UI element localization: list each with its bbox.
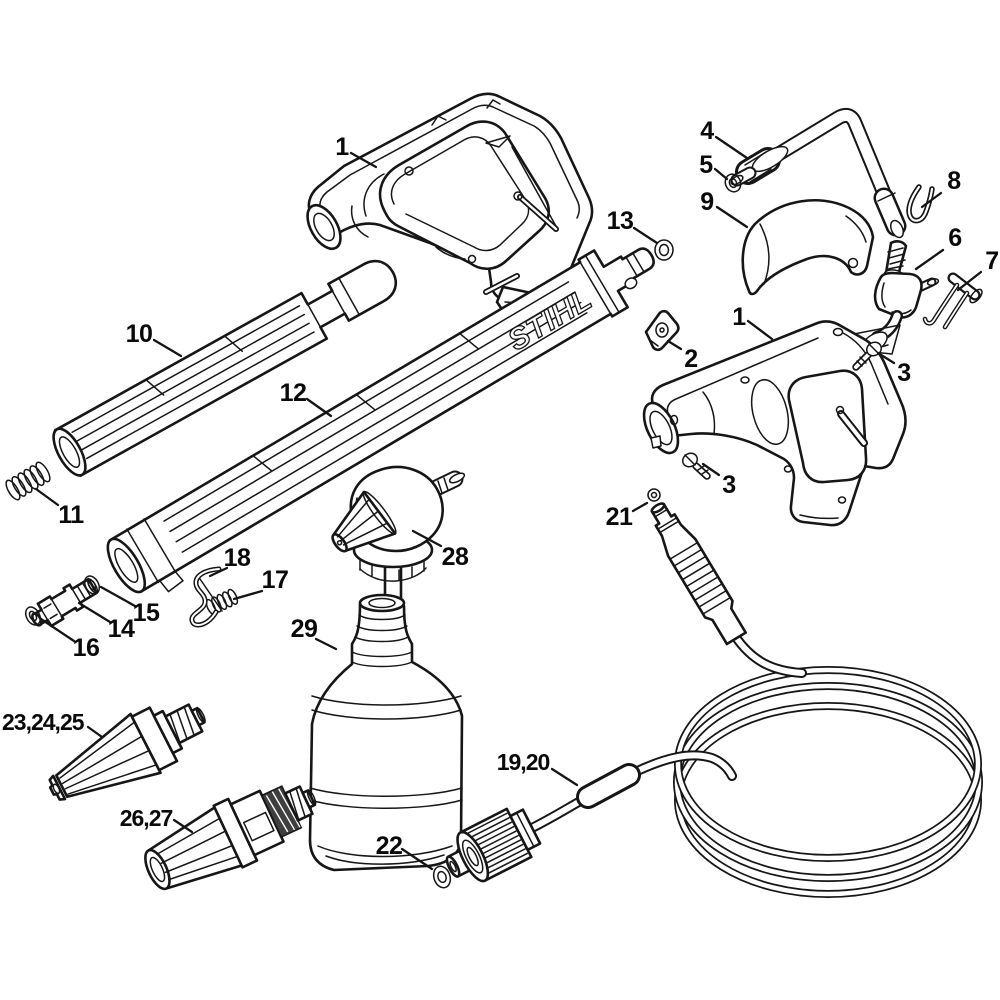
o-ring-22	[432, 865, 452, 889]
callout-3-upper: 3	[897, 359, 910, 387]
callout-3-lower: 3	[722, 471, 735, 499]
spray-lance-10	[52, 259, 398, 478]
callout-6: 6	[948, 224, 961, 252]
callout-17: 17	[262, 566, 289, 594]
leader-12	[305, 397, 333, 418]
o-ring-16	[24, 606, 42, 626]
callout-21: 21	[606, 503, 633, 531]
callout-22: 22	[376, 832, 403, 860]
hose-coupling-nut	[445, 807, 542, 883]
screw-3-lower	[681, 452, 711, 480]
leader-11	[34, 487, 60, 507]
callout-1-left: 1	[335, 133, 349, 161]
callouts: 1 4 5 8 9 6 7 13 2 1 3 3 10 11 12 18 17 …	[2, 117, 999, 871]
leader-13	[632, 226, 659, 245]
clip-8	[906, 184, 935, 224]
leader-9	[715, 205, 749, 229]
callout-16: 16	[73, 634, 100, 662]
gun-housing-right-half	[642, 320, 907, 527]
callout-18: 18	[224, 544, 251, 572]
detergent-bottle-29	[308, 593, 464, 872]
plate-2	[644, 309, 680, 352]
callout-8: 8	[947, 167, 961, 195]
leader-5	[713, 167, 729, 181]
pin-7	[922, 272, 983, 330]
spring-11	[5, 461, 51, 501]
leader-18	[208, 566, 229, 578]
handle-bracket-4	[730, 107, 907, 239]
leader-19-20	[550, 767, 579, 787]
o-ring-15	[83, 575, 101, 595]
callout-13: 13	[607, 207, 634, 235]
callout-11: 11	[58, 501, 84, 529]
leader-8	[920, 191, 943, 209]
nozzle-26-27	[144, 785, 317, 891]
o-ring-13	[654, 239, 674, 261]
leader-14	[77, 601, 112, 624]
leader-16	[39, 617, 76, 643]
callout-10: 10	[126, 320, 153, 348]
leader-3-upper	[876, 351, 896, 365]
callout-7: 7	[985, 247, 998, 275]
callout-15: 15	[133, 599, 160, 627]
leader-1-right	[746, 319, 774, 341]
hose-19-20	[445, 502, 983, 898]
callout-14: 14	[108, 615, 135, 643]
gun-housing-left-half	[306, 92, 594, 316]
callout-26-27: 26,27	[120, 805, 173, 831]
callout-28: 28	[442, 543, 469, 571]
o-ring-21	[647, 488, 661, 502]
leader-3-lower	[701, 462, 721, 477]
callout-23-24-25: 23,24,25	[2, 709, 85, 735]
leader-2	[666, 339, 683, 351]
leader-1-left	[349, 151, 378, 169]
o-ring-5	[724, 173, 742, 193]
leader-6	[914, 248, 945, 271]
nozzle-23-24-25	[48, 703, 206, 801]
callout-9: 9	[700, 188, 713, 216]
callout-2: 2	[684, 345, 697, 373]
screw-3-upper	[852, 341, 883, 371]
callout-29: 29	[291, 615, 318, 643]
leader-10	[152, 338, 183, 358]
callout-4: 4	[700, 117, 714, 145]
leader-4	[714, 135, 749, 160]
leader-21	[631, 501, 649, 513]
callout-19-20: 19,20	[497, 749, 550, 775]
hose-strain-relief	[650, 502, 748, 646]
callout-1-right: 1	[732, 303, 746, 331]
valve-6	[853, 240, 940, 355]
callout-5: 5	[699, 151, 713, 179]
leader-23-24-25	[86, 725, 104, 739]
leader-17	[232, 589, 264, 601]
callout-12: 12	[280, 379, 307, 407]
wire-clip-18	[189, 566, 223, 628]
leader-28	[411, 529, 443, 548]
leader-22	[400, 847, 434, 871]
rotary-nozzle-28	[331, 465, 466, 650]
leader-7	[956, 270, 983, 292]
leader-26-27	[172, 818, 194, 834]
guard-9	[741, 199, 875, 296]
leader-15	[99, 585, 137, 608]
leader-29	[314, 637, 338, 651]
